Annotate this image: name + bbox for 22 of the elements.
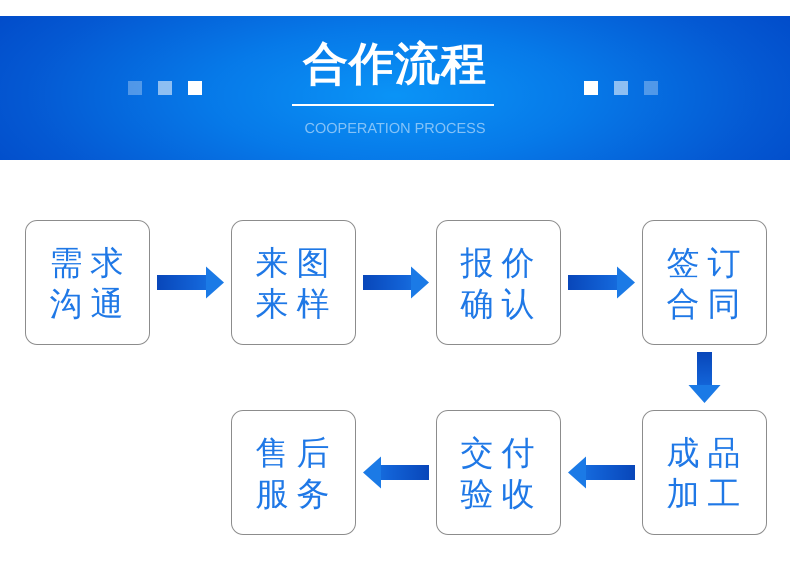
arrow [157, 266, 224, 298]
arrow [688, 352, 720, 403]
step-label: 报价确认 [460, 242, 544, 324]
step-box [25, 220, 150, 345]
step-box [231, 410, 356, 535]
arrow [363, 456, 429, 488]
step-label: 交付验收 [460, 432, 544, 514]
step-box [436, 220, 561, 345]
step-box [231, 220, 356, 345]
step-box [642, 410, 767, 535]
step-label: 来图来样 [256, 242, 338, 324]
step-box [436, 410, 561, 535]
arrow [363, 266, 429, 298]
subtitle: COOPERATION PROCESS [304, 120, 486, 138]
step-box [642, 220, 767, 345]
arrow [568, 456, 635, 488]
arrow [568, 266, 635, 298]
step-label: 成品加工 [666, 432, 750, 514]
step-label: 签订合同 [666, 242, 750, 324]
step-label: 售后服务 [256, 432, 338, 514]
step-label: 需求沟通 [50, 242, 132, 324]
title: 合作流程 [303, 36, 487, 92]
